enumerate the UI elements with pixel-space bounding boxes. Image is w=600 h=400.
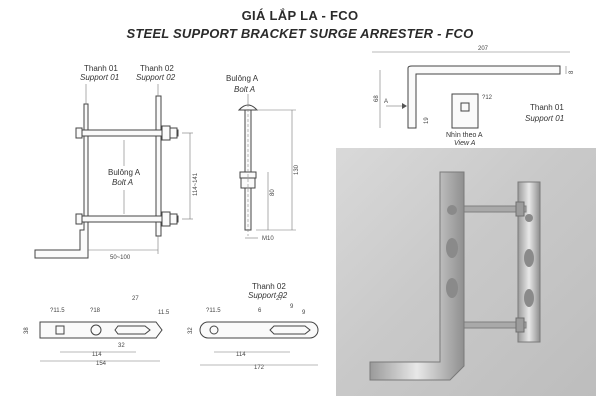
upper-nut (161, 125, 171, 141)
bolt-view: Bulông A Bolt A 80 130 M10 (226, 74, 300, 242)
view-a-label-en: View A (454, 140, 476, 147)
bolt-label-en: Bolt A (112, 178, 133, 187)
upper-bolt-head (75, 127, 83, 139)
photo-slot-1 (446, 238, 458, 258)
lower-nut-2 (169, 213, 178, 225)
dim-12-text: ?12 (482, 95, 493, 101)
plan1-d7: 114 (92, 352, 102, 358)
plan2-d7: 114 (236, 352, 246, 358)
photo-hole-1 (447, 205, 457, 215)
title-english: STEEL SUPPORT BRACKET SURGE ARRESTER - F… (126, 26, 474, 41)
photo-front-bar (369, 171, 465, 381)
support01-l-bar (407, 65, 561, 129)
support01-side-view: 207 8 68 19 A ?12 Nhìn theo A View A Tha… (372, 46, 575, 147)
dim-19-text: 19 (424, 117, 430, 124)
support02-label-vn: Thanh 02 (140, 64, 174, 73)
plan1-d8: 154 (96, 361, 107, 367)
dim-thread-text: 80 (270, 189, 276, 196)
support01-plan-view: ?11.5 ?18 27 11.5 38 32 114 154 (24, 296, 170, 367)
photo-nut-1 (515, 201, 525, 217)
lower-nut (161, 211, 171, 227)
photo-slot-2 (446, 278, 458, 298)
support02-plan-view: Thanh 02 Support 02 ?11.5 6 27 9 9 32 11… (188, 282, 319, 371)
dim-8-text: 8 (569, 70, 575, 74)
dim-68-text: 68 (374, 95, 380, 102)
lower-bolt-head (75, 213, 83, 225)
plan1-d5: 38 (24, 327, 30, 334)
photo-nut-2 (515, 317, 525, 333)
view-a-label-vn: Nhìn theo A (446, 132, 483, 139)
front-view: Thanh 01 Support 01 Thanh 02 Support 02 … (34, 64, 199, 261)
dim-total-text: 130 (294, 164, 300, 175)
support01-label-vn: Thanh 01 (84, 64, 118, 73)
plan2-d5: 9 (302, 310, 306, 316)
bolt-view-label-vn: Bulông A (226, 74, 259, 83)
plan-square-hole (55, 325, 65, 335)
plan1-d3: 27 (132, 296, 139, 302)
support02-plan-label-en: Support 02 (248, 291, 288, 300)
plan2-d2: 6 (258, 308, 262, 314)
plan2-d6: 32 (188, 327, 194, 334)
plan-slot (114, 325, 151, 335)
dim-range-text: 114~141 (193, 172, 199, 196)
view-a-letter: A (384, 99, 388, 105)
dim-m-text: M10 (262, 236, 274, 242)
support01-side-label-en: Support 01 (525, 114, 564, 123)
photo-slot-3 (524, 249, 534, 267)
support02-label-en: Support 02 (136, 73, 176, 82)
product-photo (336, 148, 596, 396)
bolt-nut (240, 177, 256, 189)
plan2-d1: ?11.5 (206, 308, 221, 314)
support01-label-en: Support 01 (80, 73, 119, 82)
photo-hole-2 (525, 214, 533, 222)
plan2-round-hole (209, 325, 219, 335)
plan1-d1: ?11.5 (50, 308, 65, 314)
plan2-d4: 9 (290, 304, 294, 310)
view-a-square-hole (460, 102, 470, 112)
plan2-d8: 172 (254, 365, 265, 371)
bolt-view-label-en: Bolt A (234, 85, 255, 94)
plan1-d4: 11.5 (158, 310, 170, 316)
plan1-d2: ?18 (90, 308, 101, 314)
upper-nut-2 (169, 127, 178, 139)
plan2-slot (269, 325, 311, 335)
support02-bar (155, 95, 162, 237)
photo-slot-4 (524, 289, 534, 307)
dim-length-text: 207 (478, 46, 489, 52)
support02-plan-label-vn: Thanh 02 (252, 282, 286, 291)
support01-bar (34, 103, 89, 259)
view-a-arrowhead (402, 103, 407, 109)
title-vietnamese: GIÁ LẮP LA - FCO (241, 8, 359, 23)
dim-width-text: 50~100 (110, 255, 131, 261)
bolt-label-vn: Bulông A (108, 168, 141, 177)
plan-round-hole (90, 324, 102, 336)
support01-side-label-vn: Thanh 01 (530, 103, 564, 112)
plan1-d6: 32 (118, 343, 125, 349)
product-photo-illustration (369, 171, 541, 381)
plan2-d3: 27 (276, 296, 283, 302)
